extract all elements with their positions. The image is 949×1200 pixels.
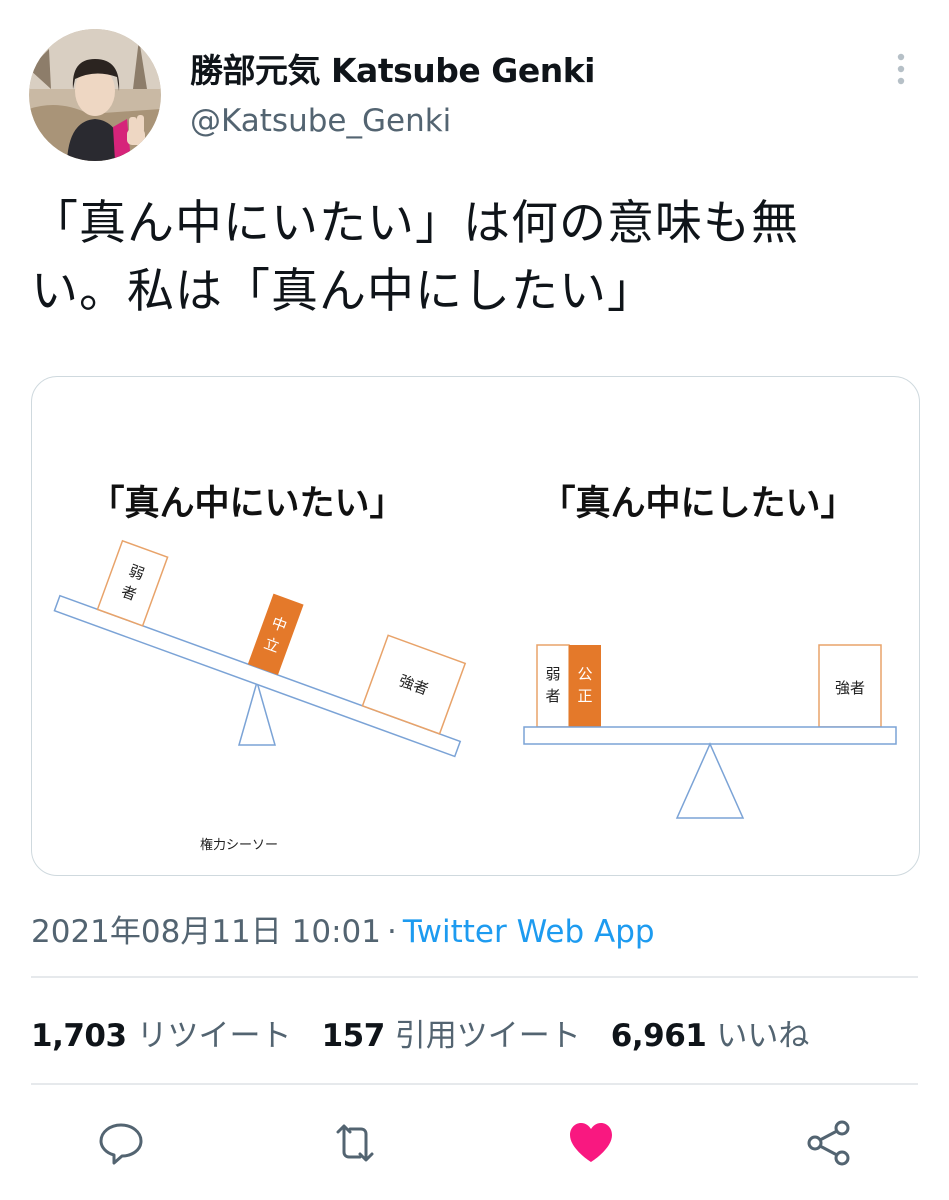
fair-label-char: 公 [577, 665, 592, 683]
tweet-text-line: い。私は「真ん中にしたい」 [31, 264, 655, 319]
retweet-icon[interactable] [330, 1118, 380, 1168]
separator-dot: · [386, 914, 397, 950]
reply-icon[interactable] [96, 1118, 146, 1168]
fair-box [569, 645, 601, 727]
more-vertical-icon[interactable] [890, 52, 912, 86]
strong-box [361, 634, 467, 735]
tweet-stats: 1,703 リツイート 157 引用ツイート 6,961 いいね [31, 1010, 809, 1055]
author-handle[interactable]: @Katsube_Genki [190, 103, 452, 139]
neutral-label-char: 中 [269, 613, 289, 635]
tweet-source-link[interactable]: Twitter Web App [402, 914, 655, 950]
weak-label-char: 弱 [126, 561, 146, 583]
right-panel-title: 「真ん中にしたい」 [540, 484, 855, 524]
left-beam [53, 594, 462, 758]
tweet-timestamp-row: 2021年08月11日 10:01·Twitter Web App [31, 906, 655, 951]
tweet-image[interactable]: 「真ん中にいたい」 弱 者 中 立 強者 権力シーソー 「真ん中にしたい」 弱 … [31, 376, 920, 876]
tweet-timestamp[interactable]: 2021年08月11日 10:01 [31, 914, 381, 950]
left-panel-title: 「真ん中にいたい」 [89, 484, 404, 524]
weak-box [96, 539, 169, 627]
avatar[interactable] [29, 29, 161, 161]
fair-label-char: 正 [577, 687, 592, 705]
avatar-photo [29, 29, 161, 161]
quote-count: 157 [321, 1018, 386, 1054]
right-fulcrum [675, 742, 745, 819]
right-beam [523, 726, 897, 745]
neutral-box [247, 593, 304, 676]
like-label: いいね [716, 1018, 810, 1054]
right-strong-label: 強者 [835, 679, 865, 697]
likes-stat[interactable]: 6,961 いいね [611, 1010, 810, 1055]
retweets-stat[interactable]: 1,703 リツイート [31, 1010, 292, 1055]
quotes-stat[interactable]: 157 引用ツイート [322, 1010, 581, 1055]
like-heart-icon[interactable] [566, 1118, 616, 1168]
tweet-text-line: 「真ん中にいたい」は何の意味も無 [31, 196, 799, 251]
seesaw-illustration: 「真ん中にいたい」 弱 者 中 立 強者 権力シーソー 「真ん中にしたい」 弱 … [53, 484, 897, 853]
like-count: 6,961 [610, 1018, 707, 1054]
right-weak-box [536, 644, 570, 728]
neutral-label-char: 立 [262, 634, 282, 656]
right-weak-label-char: 弱 [545, 665, 560, 683]
left-fulcrum [238, 679, 276, 746]
author-display-name[interactable]: 勝部元気 Katsube Genki [190, 51, 595, 90]
seesaw-caption: 権力シーソー [200, 837, 278, 853]
share-icon[interactable] [804, 1118, 854, 1168]
divider [31, 976, 918, 978]
quote-label: 引用ツイート [394, 1018, 581, 1054]
weak-label-char: 者 [119, 582, 139, 604]
tweet-text: 「真ん中にいたい」は何の意味も無 い。私は「真ん中にしたい」 [31, 190, 911, 326]
divider [31, 1083, 918, 1085]
retweet-count: 1,703 [31, 1018, 127, 1054]
retweet-label: リツイート [136, 1018, 292, 1054]
right-weak-label-char: 者 [545, 687, 560, 705]
